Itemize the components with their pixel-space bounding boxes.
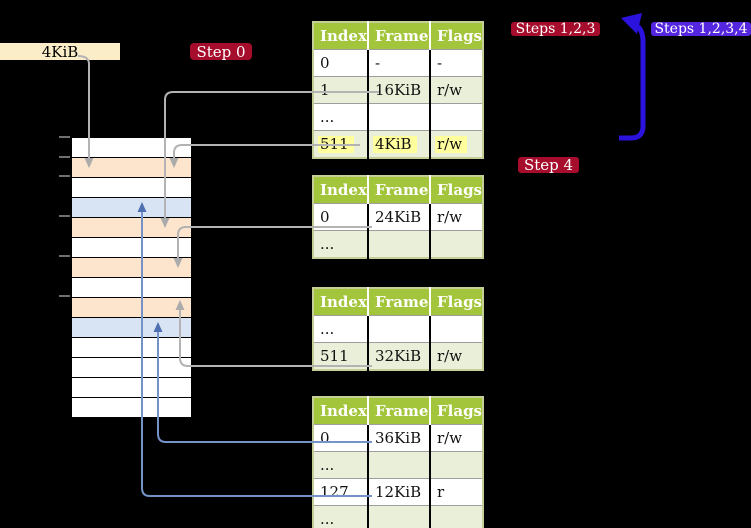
loop-arrow-steps <box>619 23 646 141</box>
memory-row <box>72 397 191 417</box>
col-header-frame: Frame <box>367 176 430 204</box>
page-table-b: Index Frame Flags ... 511 32KiB r/w <box>312 287 484 371</box>
table-row: 127 12KiB r <box>313 478 483 506</box>
table-row: 0 - - <box>313 49 483 77</box>
badge-steps-1-2-3: Steps 1,2,3 <box>511 21 600 37</box>
table-row: 0 36KiB r/w <box>313 424 483 452</box>
frame-size-label: 4KiB <box>0 43 120 61</box>
col-header-index: Index <box>313 176 368 204</box>
page-table-c: Index Frame Flags 0 36KiB r/w ... 127 12… <box>312 396 484 528</box>
table-row: ... <box>313 103 483 131</box>
col-header-flags: Flags <box>429 397 483 425</box>
memory-tick <box>59 215 70 217</box>
table-row: ... <box>313 505 483 528</box>
table-row: ... <box>313 230 483 258</box>
memory-row <box>72 197 191 217</box>
memory-row <box>72 277 191 297</box>
memory-row <box>72 177 191 197</box>
page-table-a: Index Frame Flags 0 24KiB r/w ... <box>312 175 484 259</box>
highlight: r/w <box>435 135 468 153</box>
memory-row <box>72 337 191 357</box>
memory-row <box>72 257 191 277</box>
memory-tick <box>59 136 70 138</box>
table-row: ... <box>313 315 483 343</box>
table-row: ... <box>313 451 483 479</box>
col-header-index: Index <box>313 397 368 425</box>
memory-tick <box>59 295 70 297</box>
memory-row <box>72 297 191 317</box>
badge-steps-1-2-3-4: Steps 1,2,3,4 <box>651 21 751 37</box>
memory-row <box>72 138 191 157</box>
table-row: 511 32KiB r/w <box>313 342 483 370</box>
memory-row <box>72 317 191 337</box>
table-row: 1 16KiB r/w <box>313 76 483 104</box>
col-header-index: Index <box>313 288 368 316</box>
memory-row <box>72 237 191 257</box>
col-header-flags: Flags <box>429 288 483 316</box>
memory-tick <box>59 255 70 257</box>
table-header-row: Index Frame Flags <box>313 288 483 316</box>
table-header-row: Index Frame Flags <box>313 176 483 204</box>
memory-row <box>72 217 191 237</box>
memory-tick <box>59 156 70 158</box>
col-header-frame: Frame <box>367 397 430 425</box>
physical-memory-column <box>71 137 192 418</box>
badge-step-0: Step 0 <box>190 43 252 61</box>
col-header-index: Index <box>313 22 368 50</box>
table-row-highlighted: 511 4KiB r/w <box>313 130 483 158</box>
col-header-flags: Flags <box>429 176 483 204</box>
col-header-frame: Frame <box>367 288 430 316</box>
table-row: 0 24KiB r/w <box>313 203 483 231</box>
memory-row <box>72 377 191 397</box>
memory-tick <box>59 175 70 177</box>
memory-row <box>72 357 191 377</box>
loop-arrow-steps-head <box>621 13 642 34</box>
col-header-flags: Flags <box>429 22 483 50</box>
table-header-row: Index Frame Flags <box>313 397 483 425</box>
badge-step-4: Step 4 <box>518 156 579 174</box>
page-table-level2: Index Frame Flags 0 - - 1 16KiB r/w ... … <box>312 21 484 159</box>
highlight: 4KiB <box>373 135 417 153</box>
highlight: 511 <box>318 135 354 153</box>
col-header-frame: Frame <box>367 22 430 50</box>
table-header-row: Index Frame Flags <box>313 22 483 50</box>
memory-row <box>72 157 191 177</box>
